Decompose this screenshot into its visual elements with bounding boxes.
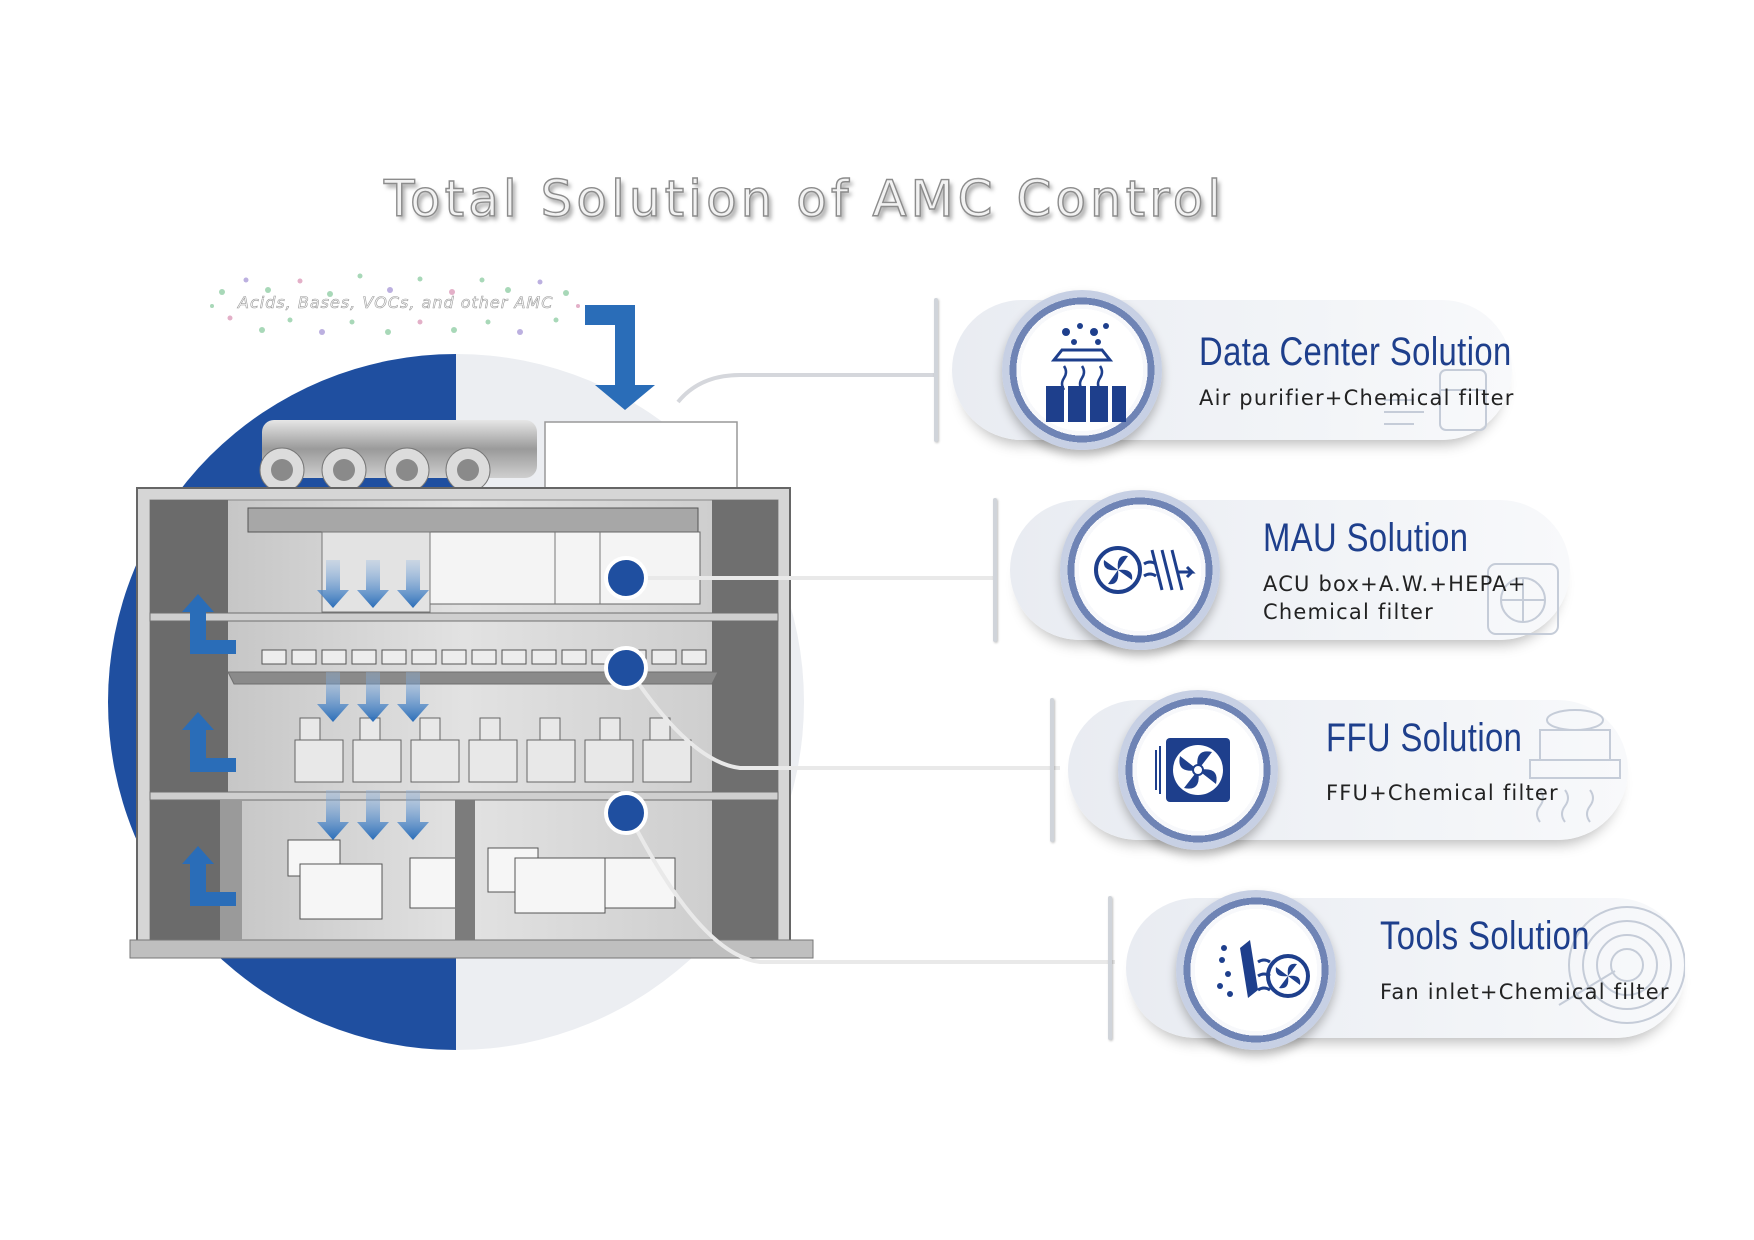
data-center-icon (1002, 290, 1162, 450)
floor-slabs (149, 612, 779, 801)
mau-fan-filter-icon (1060, 490, 1220, 650)
card-bracket-4 (1108, 896, 1112, 1040)
fab-tools (294, 717, 692, 783)
roof-fans (259, 447, 491, 493)
card-bracket-1 (934, 298, 938, 442)
card-title-tools: Tools Solution (1380, 914, 1590, 958)
card-desc-mau-line2: Chemical filter (1263, 600, 1434, 624)
air-purifier-ghost-icon (1384, 369, 1487, 431)
card-desc-ffu: FFU+Chemical filter (1326, 781, 1559, 805)
ffu-fan-icon (1118, 690, 1278, 850)
tools-fan-inlet-icon (1176, 890, 1336, 1050)
return-air-arrows (182, 594, 236, 906)
fan-inlet-ghost-icon (1558, 906, 1685, 1024)
right-shaft (712, 500, 778, 945)
roof-unit (544, 421, 738, 493)
page-title: Total Solution of AMC Control (383, 169, 1226, 228)
support-column (455, 800, 475, 940)
card-title-mau: MAU Solution (1263, 516, 1469, 560)
building-base (129, 939, 814, 959)
sub-fab-equipment (287, 839, 676, 920)
ffu-ghost-icon (1529, 709, 1621, 823)
incoming-air-arrow (585, 305, 655, 410)
card-desc-tools: Fan inlet+Chemical filter (1380, 980, 1670, 1004)
mau-duct (247, 507, 699, 533)
card-bracket-3 (1050, 698, 1054, 842)
card-title-ffu: FFU Solution (1326, 716, 1523, 760)
card-desc-mau-line1: ACU box+A.W.+HEPA+ (1263, 572, 1527, 596)
card-bracket-2 (993, 498, 997, 642)
connector-lines (626, 373, 1115, 964)
ffu-row (261, 649, 707, 665)
supply-air-arrows (317, 560, 429, 840)
card-desc-data-center: Air purifier+Chemical filter (1199, 386, 1515, 410)
connector-dots (604, 556, 648, 835)
card-title-data-center: Data Center Solution (1199, 330, 1512, 374)
contaminant-particles (210, 273, 580, 335)
acu-box (429, 531, 701, 605)
acu-ghost-icon (1487, 563, 1559, 635)
contaminant-label: Acids, Bases, VOCs, and other AMC (238, 293, 554, 313)
